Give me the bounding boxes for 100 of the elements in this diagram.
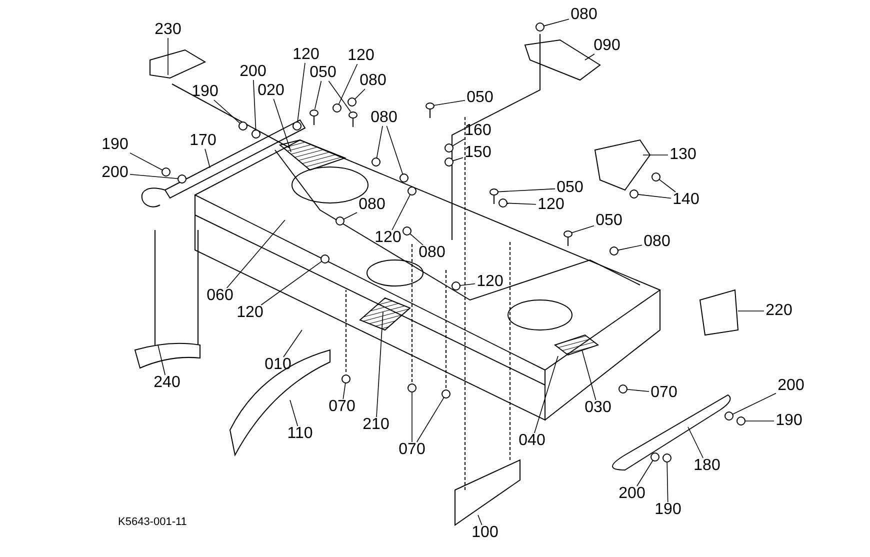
callout-number: 120: [374, 230, 402, 246]
leader-line: [626, 389, 650, 392]
callout-number: 080: [360, 73, 386, 89]
callout-number: 080: [418, 245, 446, 261]
callout-number: 090: [594, 38, 620, 54]
fastener: [252, 130, 260, 138]
callout-number: 200: [618, 486, 646, 502]
callout-number: 080: [570, 7, 598, 23]
callout-number: 070: [398, 442, 426, 458]
callout-number: 200: [102, 165, 128, 181]
knob: [348, 112, 358, 128]
leader-line: [744, 420, 774, 422]
callout-number: 140: [672, 192, 700, 208]
leader-line: [290, 400, 298, 426]
leader-line: [283, 330, 302, 358]
leader-line: [226, 220, 286, 288]
fastener: [342, 374, 350, 384]
callout-number: 050: [556, 180, 584, 196]
callout-number: 080: [358, 197, 386, 213]
fastener: [444, 144, 454, 152]
fastener: [162, 168, 170, 176]
callout-number: 040: [518, 433, 546, 449]
leader-line: [638, 194, 672, 199]
leader-line: [452, 157, 464, 162]
callout-number: 110: [287, 426, 313, 442]
leader-line: [338, 64, 358, 105]
leader-line: [252, 80, 256, 130]
leader-line: [410, 233, 424, 246]
callout-number: 050: [596, 213, 622, 229]
leader-line: [636, 460, 654, 486]
leader-line: [543, 18, 570, 26]
fastener: [348, 98, 356, 106]
fastener: [402, 226, 412, 236]
fastener: [400, 174, 408, 182]
callout-number: 100: [472, 525, 498, 541]
leader-line: [376, 126, 383, 158]
callout-number: 190: [776, 413, 802, 429]
callout-number: 020: [258, 83, 284, 99]
fastener: [662, 454, 672, 462]
leader-line: [392, 194, 411, 230]
leader-line: [342, 382, 346, 400]
leader-line: [204, 148, 210, 168]
fastener: [408, 186, 416, 196]
leader-line: [732, 392, 776, 415]
fastener: [292, 122, 302, 130]
fastener: [372, 158, 380, 166]
fastener: [610, 246, 618, 256]
fastener: [320, 254, 330, 264]
fastener: [452, 282, 460, 290]
fastener: [630, 190, 638, 198]
fastener: [650, 452, 660, 462]
callout-number: 120: [292, 47, 320, 63]
leader-line: [260, 260, 322, 306]
leader-line: [688, 426, 704, 458]
leader-line: [434, 100, 466, 106]
callout-number: 170: [190, 133, 216, 149]
leader-line: [386, 126, 404, 175]
callout-number: 070: [328, 399, 356, 415]
leader-line: [658, 179, 676, 192]
callout-number: 160: [464, 123, 492, 139]
callout-number: 030: [584, 400, 612, 416]
callout-number: 120: [476, 274, 504, 290]
leader-line: [214, 100, 240, 124]
callout-number: 190: [654, 502, 682, 518]
fastener: [238, 122, 248, 130]
callout-number: 060: [206, 288, 234, 304]
callout-number: 120: [538, 197, 564, 213]
leader-line: [498, 188, 556, 192]
callout-number: 010: [264, 357, 292, 373]
callout-number: 150: [464, 145, 492, 161]
leader-line: [478, 514, 482, 526]
leader-line: [328, 80, 352, 112]
leader-line: [158, 344, 166, 376]
leader-line: [534, 356, 558, 434]
leader-line: [506, 202, 536, 205]
callout-number: 210: [362, 417, 390, 433]
callout-number: 180: [694, 458, 720, 474]
leader-line: [452, 138, 465, 146]
leader-line: [738, 310, 764, 312]
leader-line: [130, 174, 178, 180]
knob: [564, 230, 572, 246]
leader-line: [314, 80, 322, 110]
callout-number: 050: [466, 90, 494, 106]
fastener: [408, 384, 416, 392]
leader-line: [130, 152, 163, 171]
callout-number: 080: [370, 110, 398, 126]
callout-number: 240: [154, 375, 180, 391]
leader-line: [343, 212, 358, 220]
fastener: [618, 384, 628, 394]
callout-number: 200: [240, 64, 266, 80]
leader-line: [571, 225, 594, 234]
callout-number: 050: [310, 65, 336, 81]
fastener: [332, 104, 342, 112]
callout-number: 220: [766, 303, 792, 319]
knob: [490, 188, 498, 204]
leader-line: [354, 88, 366, 100]
knob: [310, 110, 318, 126]
leader-line: [666, 462, 668, 502]
callout-number: 120: [236, 305, 264, 321]
fastener: [336, 216, 344, 226]
